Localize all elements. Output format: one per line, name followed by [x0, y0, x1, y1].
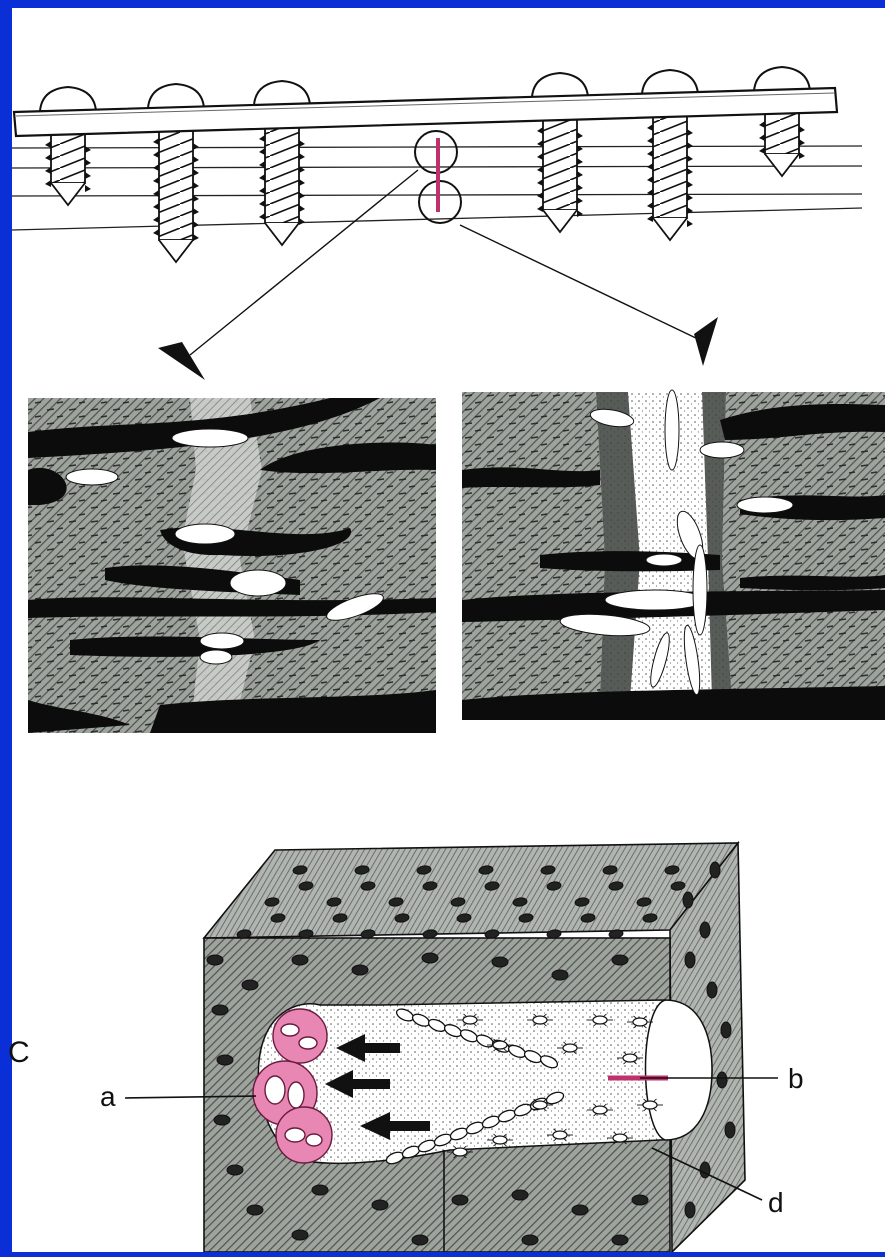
canal-opening [217, 1055, 233, 1065]
canal-opening [214, 1115, 230, 1125]
canal-opening [725, 1122, 735, 1138]
canal-opening [422, 953, 438, 963]
canal-opening [685, 952, 695, 968]
canal-opening [721, 1022, 731, 1038]
canal-opening [312, 1185, 328, 1195]
canal-opening [207, 955, 223, 965]
histology-panel-left [28, 398, 436, 733]
canal-opening [700, 922, 710, 938]
label-d: d [768, 1187, 784, 1218]
label-b: b [788, 1063, 804, 1094]
bone-block-3d [204, 843, 745, 1252]
canal-opening [352, 965, 368, 975]
canal-opening [707, 982, 717, 998]
canal-opening [572, 1205, 588, 1215]
canal-opening [492, 957, 508, 967]
block-top-face [204, 843, 738, 938]
canal-opening [612, 1235, 628, 1245]
canal-opening [212, 1005, 228, 1015]
canal-opening [512, 1190, 528, 1200]
panel-c-label: C [8, 1036, 30, 1069]
canal-opening [452, 1195, 468, 1205]
label-a: a [100, 1081, 116, 1112]
canal-opening [632, 1195, 648, 1205]
canal-opening [612, 955, 628, 965]
canal-opening [247, 1205, 263, 1215]
canal-opening [372, 1200, 388, 1210]
canal-opening [292, 955, 308, 965]
canal-opening [710, 862, 720, 878]
canal-opening [242, 980, 258, 990]
histology-panel-right [462, 390, 885, 720]
canal-opening [685, 1202, 695, 1218]
canal-opening [717, 1072, 727, 1088]
canal-opening [683, 892, 693, 908]
canal-opening [412, 1235, 428, 1245]
canal-opening [700, 1162, 710, 1178]
canal-opening [227, 1165, 243, 1175]
canal-opening [552, 970, 568, 980]
canal-opening [522, 1235, 538, 1245]
canal-opening [292, 1230, 308, 1240]
